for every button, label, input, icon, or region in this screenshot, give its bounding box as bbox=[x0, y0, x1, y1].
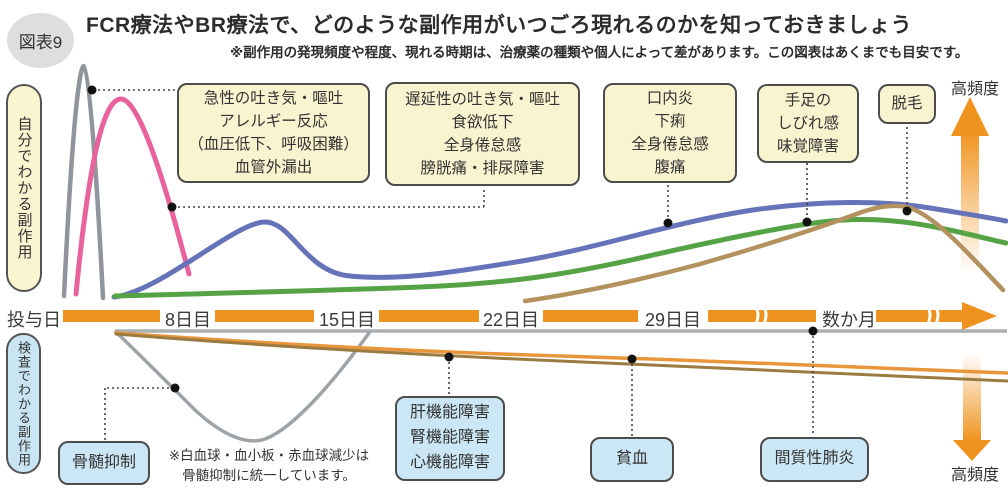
timeline-label-day15: 15日目 bbox=[319, 310, 376, 330]
footnote: ※白血球・血小板・赤血球減少は 骨髄抑制に統一しています。 bbox=[168, 448, 370, 484]
page-title: FCR療法やBR療法で、どのような副作用がいつごろ現れるのかを知っておきましょう bbox=[86, 14, 912, 37]
panel-label-test-detected: 検査でわかる副作用 bbox=[6, 333, 41, 474]
callout-numbness-taste: 手足の しびれ感 味覚障害 bbox=[757, 84, 859, 163]
callout-organ-dysfunction: 肝機能障害 腎機能障害 心機能障害 bbox=[395, 396, 505, 481]
callout-stomatitis-diarrhea: 口内炎 下痢 全身倦怠感 腹痛 bbox=[603, 83, 737, 183]
freq-label-top: 高頻度 bbox=[951, 81, 1000, 98]
callout-anemia: 貧血 bbox=[590, 437, 674, 482]
timeline-bars bbox=[63, 302, 997, 330]
gray-curve bbox=[61, 63, 106, 301]
pink-curve bbox=[73, 96, 192, 297]
figure-number-badge: 図表9 bbox=[7, 13, 74, 68]
blue-curve bbox=[111, 200, 1008, 300]
callout-acute-nausea-allergy: 急性の吐き気・嘔吐 アレルギー反応 （血圧低下、呼吸困難） 血管外漏出 bbox=[177, 83, 370, 183]
timeline-label-months: 数か月 bbox=[822, 310, 876, 330]
brown-curve bbox=[522, 203, 1006, 304]
bottom-dip-curve bbox=[114, 330, 371, 443]
callout-delayed-nausea: 遅延性の吐き気・嘔吐 食欲低下 全身倦怠感 膀胱痛・排尿障害 bbox=[385, 82, 580, 186]
connector-lines bbox=[98, 89, 908, 440]
panel-label-self-noticed: 自分でわかる副作用 bbox=[6, 84, 42, 292]
callout-interstitial-pneumonia: 間質性肺炎 bbox=[760, 437, 869, 482]
timeline-label-day22: 22日目 bbox=[483, 310, 540, 330]
freq-label-bottom: 高頻度 bbox=[951, 467, 1000, 484]
bottom-orange-line bbox=[114, 331, 1008, 375]
callout-myelosuppression: 骨髄抑制 bbox=[58, 441, 150, 485]
timeline-arrowhead bbox=[962, 302, 997, 330]
freq-up-arrow bbox=[951, 97, 989, 273]
disclaimer-note: ※副作用の発現頻度や程度、現れる時期は、治療薬の種類や個人によって差があります。… bbox=[230, 45, 969, 60]
marker-dots bbox=[87, 85, 912, 393]
bottom-tan-line bbox=[114, 332, 1008, 383]
figure-number: 図表9 bbox=[18, 33, 63, 52]
timeline-label-day8: 8日目 bbox=[165, 310, 212, 330]
timeline-break-marks bbox=[753, 304, 940, 328]
timeline-label-day29: 29日目 bbox=[645, 310, 702, 330]
callout-hair-loss: 脱毛 bbox=[878, 84, 936, 124]
green-curve bbox=[112, 217, 1008, 299]
freq-down-arrow bbox=[953, 353, 991, 461]
timeline-label-day0: 投与日 bbox=[7, 310, 61, 330]
